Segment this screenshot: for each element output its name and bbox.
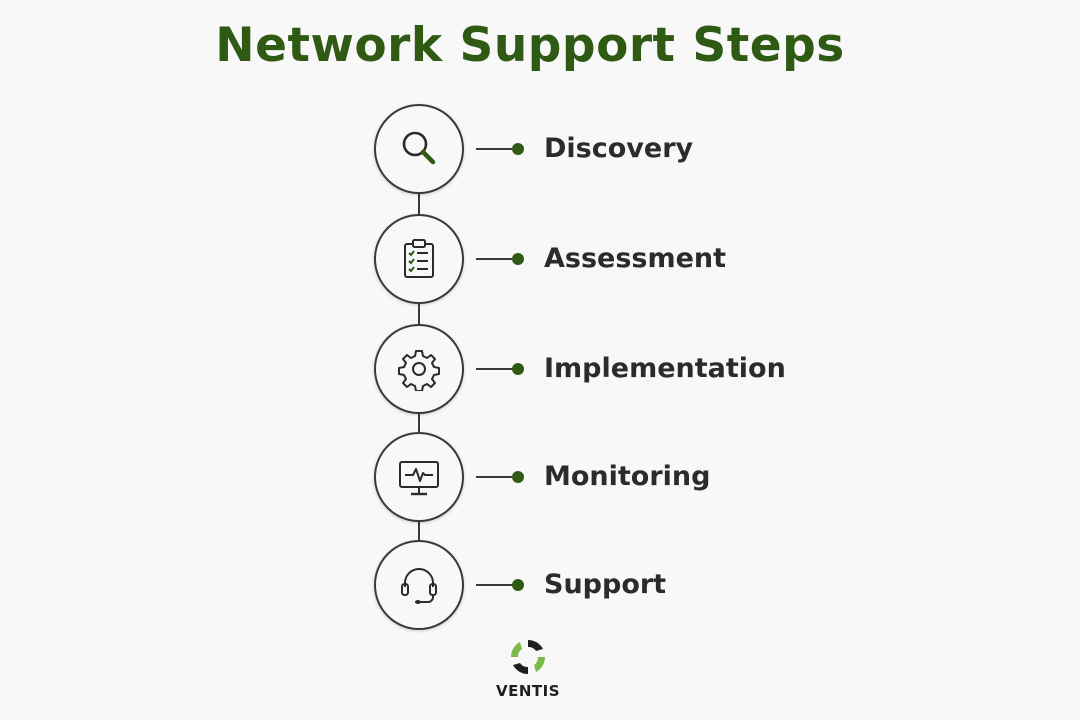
gear-icon [398,350,440,391]
brand-name: VENTIS [495,682,561,700]
step-circle [374,540,464,630]
step-connector [476,148,518,150]
step-dot [512,363,524,375]
step-connector [476,584,518,586]
step-circle [374,214,464,304]
step-assessment: Assessment [0,214,1080,304]
step-label: Monitoring [544,461,711,492]
page-title: Network Support Steps [215,18,845,73]
step-connector [476,476,518,478]
step-monitoring: Monitoring [0,432,1080,522]
step-connector [476,258,518,260]
step-label: Discovery [544,133,694,164]
monitor-pulse-icon [399,461,439,496]
step-circle [374,104,464,194]
step-support: Support [0,540,1080,630]
step-circle [374,324,464,414]
step-label: Implementation [544,353,786,384]
step-discovery: Discovery [0,104,1080,194]
step-dot [512,579,524,591]
step-circle [374,432,464,522]
step-implementation: Implementation [0,324,1080,414]
step-label: Support [544,569,667,600]
clipboard-checklist-icon [404,239,434,278]
headset-icon [401,568,437,604]
brand-logo: VENTIS [490,636,566,700]
ventis-swirl-logo [511,640,545,674]
step-dot [512,253,524,265]
step-connector [476,368,518,370]
step-label: Assessment [544,243,727,274]
magnifier-icon [402,131,436,165]
step-dot [512,471,524,483]
step-dot [512,143,524,155]
